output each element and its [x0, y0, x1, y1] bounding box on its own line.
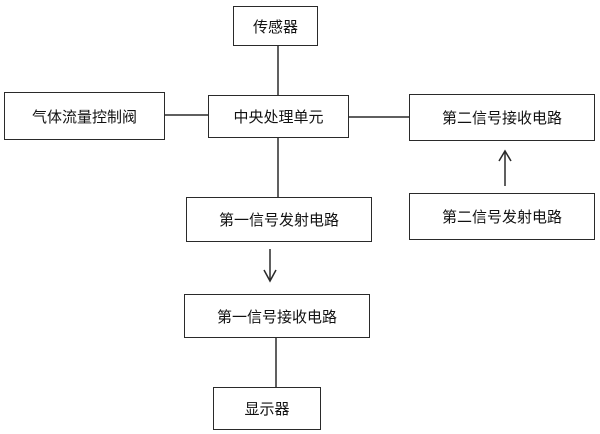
central-processing-unit-box: 中央处理单元: [208, 95, 349, 138]
second-signal-transmitter-box: 第二信号发射电路: [409, 193, 595, 240]
second-signal-transmitter-label: 第二信号发射电路: [441, 208, 562, 226]
arrow-send1-to-recv1: [263, 249, 277, 283]
sensor-box: 传感器: [233, 6, 318, 46]
first-signal-transmitter-label: 第一信号发射电路: [218, 211, 339, 229]
second-signal-receiver-box: 第二信号接收电路: [409, 94, 595, 141]
display-box: 显示器: [213, 387, 321, 430]
first-signal-transmitter-box: 第一信号发射电路: [186, 197, 372, 242]
gas-flow-control-valve-box: 气体流量控制阀: [4, 92, 165, 140]
second-signal-receiver-label: 第二信号接收电路: [441, 109, 562, 127]
sensor-label: 传感器: [252, 17, 298, 36]
central-processing-unit-label: 中央处理单元: [233, 108, 324, 126]
first-signal-receiver-box: 第一信号接收电路: [184, 294, 370, 338]
display-label: 显示器: [244, 400, 290, 418]
arrow-send2-to-recv2: [498, 149, 512, 186]
gas-flow-control-valve-label: 气体流量控制阀: [31, 107, 137, 126]
first-signal-receiver-label: 第一信号接收电路: [216, 307, 337, 326]
